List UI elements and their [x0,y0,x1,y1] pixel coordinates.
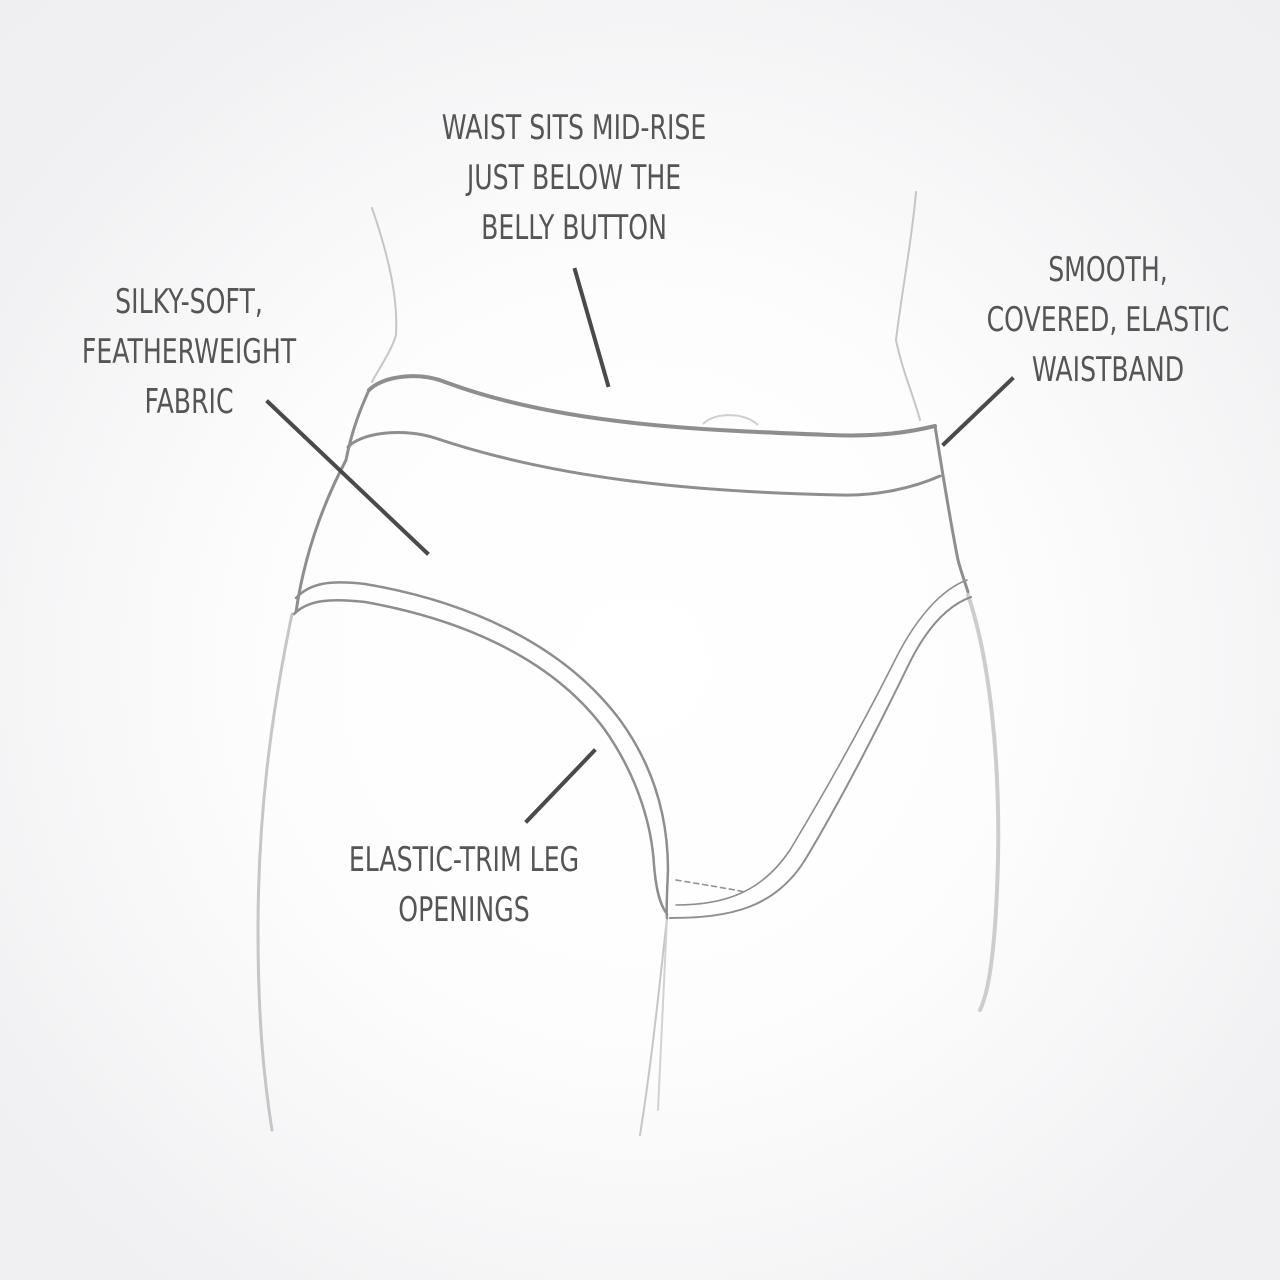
callout-fabric-line-2: FEATHERWEIGHT [81,332,297,372]
gusset-seam-dashed [675,879,746,893]
waistband-top-edge [367,374,937,438]
callout-fabric-label: SILKY-SOFT, FEATHERWEIGHT FABRIC [41,277,337,427]
leader-line-leg-openings [524,748,597,824]
callout-waistband-line-3: WAISTBAND [1031,350,1185,390]
leader-line-waist [572,267,611,388]
leader-line-waistband [941,376,1015,447]
right-torso-line [894,191,921,421]
right-outer-leg-line [966,593,1001,1012]
callout-waist-line-2: JUST BELOW THE [466,158,682,198]
leader-line-fabric [265,399,430,556]
left-leg-trim-outer [294,581,670,920]
right-leg-trim-outer [675,579,968,906]
inner-leg-line [639,917,668,1136]
inner-leg-line-2 [657,917,668,1111]
garment-outline [292,374,972,920]
callout-leg-openings-label: ELASTIC-TRIM LEG OPENINGS [316,835,612,935]
right-side-seam [933,424,970,594]
callout-waist-line-1: WAIST SITS MID-RISE [441,108,707,148]
body-outline [256,191,1001,1136]
callout-waist-label: WAIST SITS MID-RISE JUST BELOW THE BELLY… [426,103,722,253]
callout-waistband-label: SMOOTH, COVERED, ELASTIC WAISTBAND [960,245,1256,395]
left-outer-leg-line [256,612,294,1132]
leader-lines [265,267,1015,824]
left-torso-line [371,207,398,383]
callout-fabric-line-1: SILKY-SOFT, [115,282,263,322]
waistband-bottom-edge [346,431,942,497]
callout-waistband-line-2: COVERED, ELASTIC [986,300,1230,340]
callout-leg-openings-line-2: OPENINGS [398,890,530,930]
belly-button-shape [702,414,759,426]
callout-leg-openings-line-1: ELASTIC-TRIM LEG [348,840,580,880]
right-leg-trim-inner [669,596,972,919]
callout-fabric-line-3: FABRIC [144,382,234,422]
left-leg-trim-inner [292,598,669,916]
callout-waist-line-3: BELLY BUTTON [481,208,667,248]
callout-waistband-line-1: SMOOTH, [1048,250,1168,290]
